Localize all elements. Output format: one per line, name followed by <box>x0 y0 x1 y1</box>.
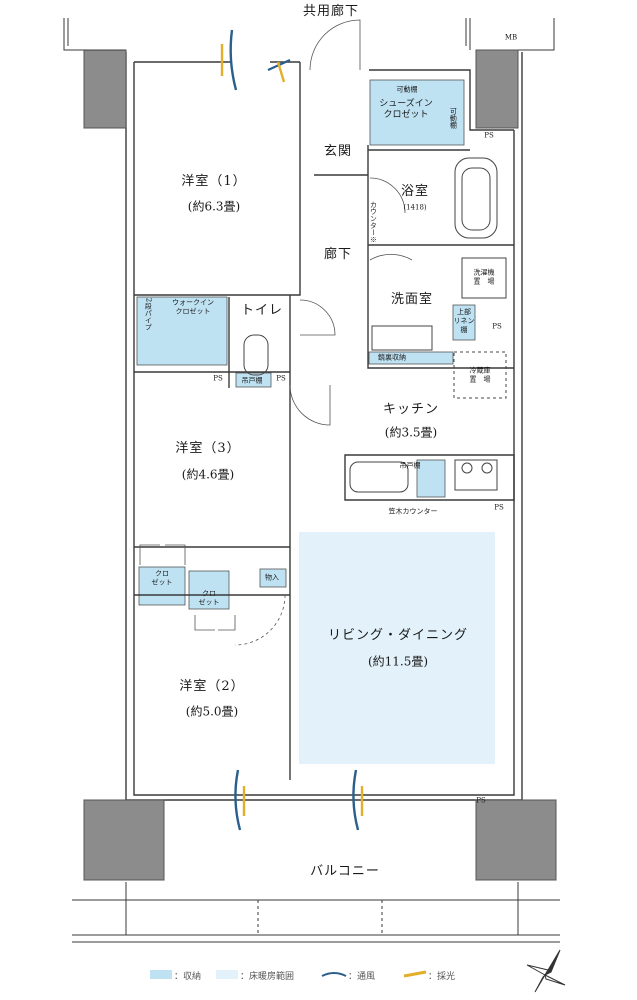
walkin-closet-area <box>136 296 228 366</box>
closet-a-area <box>138 566 186 606</box>
stove-icon <box>454 459 498 491</box>
bath-label: 浴室 <box>400 183 430 199</box>
washbasin-icon <box>371 325 433 351</box>
ps-label: PS <box>484 131 494 140</box>
closet-b-label: クロ ゼット <box>198 589 220 606</box>
hanging-shelf-kitchen-label: 吊戸棚 <box>399 461 421 470</box>
floor-heating-area <box>299 532 495 764</box>
washroom-label: 洗面室 <box>390 291 434 307</box>
shoes-closet-area <box>369 79 465 146</box>
washer-label: 洗濯機 置 場 <box>473 268 495 285</box>
living-label: リビング・ダイニング <box>327 627 469 643</box>
hanging-shelf-toilet-area <box>235 372 272 388</box>
light-markers <box>220 44 364 816</box>
room2-size-label: (約5.0畳) <box>185 704 239 719</box>
balcony-label: バルコニー <box>310 863 380 879</box>
corridor-lines <box>63 18 555 51</box>
kitchen-size-label: (約3.5畳) <box>384 425 438 440</box>
walkin-closet-label: ウォークイン クロゼット <box>172 298 214 315</box>
entrance-label: 玄関 <box>323 143 353 159</box>
mb-label: MB <box>504 33 518 42</box>
toilet-icon <box>243 334 269 376</box>
legend-storage: ：収納 <box>174 971 202 982</box>
counter-note-label: カウンター※ <box>369 201 378 243</box>
living-size-label: (約11.5畳) <box>367 654 429 669</box>
structural-columns <box>83 49 557 881</box>
toilet-label: トイレ <box>240 302 284 318</box>
ps-label: PS <box>494 503 504 512</box>
legend-floor-heating: ：床暖房範囲 <box>240 971 295 982</box>
fridge-space-icon <box>453 351 507 399</box>
mirror-storage-label: 鏡裏収納 <box>378 353 406 362</box>
walls <box>125 52 523 801</box>
closet-b-area <box>188 570 230 610</box>
fridge-space-label: 冷蔵庫 置 場 <box>469 366 491 383</box>
hanging-shelf-toilet-label: 吊戸棚 <box>241 376 263 385</box>
kitchen-label: キッチン <box>382 401 440 417</box>
kasagi-counter-label: 笠木カウンター <box>388 507 438 516</box>
movable-shelf-top-label: 可動棚 <box>396 85 418 94</box>
kitchen-shelf-area <box>416 459 446 498</box>
compass-icon <box>526 949 566 993</box>
room3-label: 洋室（3） <box>175 440 241 456</box>
room3-size-label: (約4.6畳) <box>181 467 235 482</box>
ps-label: PS <box>213 374 223 383</box>
common-corridor-label: 共用廊下 <box>302 3 360 19</box>
washer-icon <box>461 257 507 299</box>
two-pipe-label: 2段パイプ <box>144 297 153 331</box>
linen-area <box>452 304 476 341</box>
hallway-label: 廊下 <box>323 246 353 262</box>
sink-icon <box>349 461 409 493</box>
storage-label: 物入 <box>265 573 279 582</box>
ps-label: PS <box>492 322 502 331</box>
storage-area <box>259 568 287 588</box>
linen-label: 上部 リネン 棚 <box>453 307 475 334</box>
ps-label: PS <box>476 796 486 805</box>
mirror-storage-area <box>368 351 454 365</box>
bath-size-label: (1418) <box>403 203 427 212</box>
shoes-closet-label: シューズイン クロゼット <box>379 98 433 120</box>
movable-shelf-side-label: 可動棚 <box>449 107 458 129</box>
closet-a-label: クロ ゼット <box>151 569 173 586</box>
room2-label: 洋室（2） <box>179 678 245 694</box>
ps-label: PS <box>276 374 286 383</box>
bathtub-icon <box>454 157 498 239</box>
door-swings <box>139 19 413 646</box>
legend-light: ：採光 <box>428 971 456 982</box>
room1-label: 洋室（1） <box>181 173 247 189</box>
room1-size-label: (約6.3畳) <box>187 199 241 214</box>
fixtures <box>243 157 507 493</box>
balcony-lines <box>72 882 560 943</box>
storage-areas <box>136 79 476 610</box>
legend-airflow: ：通風 <box>348 971 376 982</box>
